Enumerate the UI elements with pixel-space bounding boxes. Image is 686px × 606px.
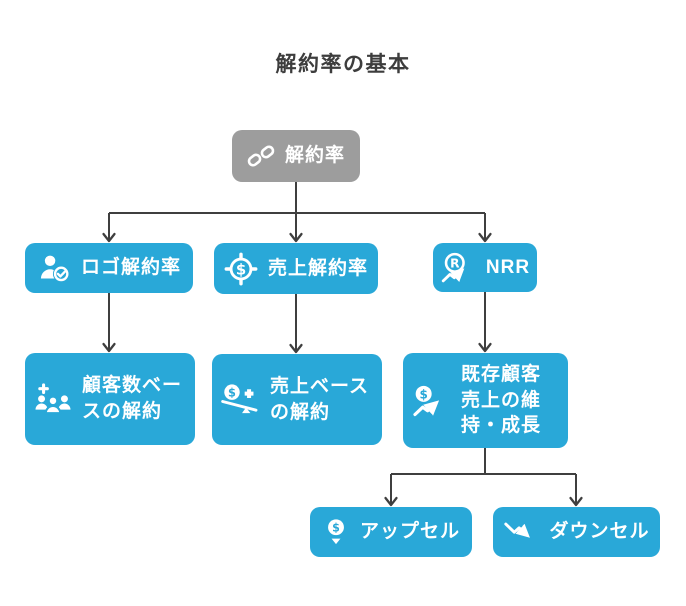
dollar-pin-icon: $ bbox=[322, 516, 350, 549]
arrowhead bbox=[102, 232, 116, 243]
arrowhead bbox=[289, 343, 303, 354]
arrowhead bbox=[384, 496, 398, 507]
arrowhead bbox=[478, 232, 492, 243]
svg-text:$: $ bbox=[332, 521, 340, 534]
node-churn-rate: 解約率 bbox=[232, 130, 360, 182]
svg-text:$: $ bbox=[228, 386, 236, 400]
node-label: 顧客数ベースの解約 bbox=[82, 375, 183, 422]
dollar-trend-up-icon: $ bbox=[411, 383, 451, 418]
node-nrr: R NRR bbox=[433, 243, 537, 292]
node-revenue-based-churn: $ 売上ベースの解約 bbox=[212, 354, 382, 445]
node-label: アップセル bbox=[359, 521, 460, 543]
dollar-target-icon: $ bbox=[224, 252, 258, 286]
page-title: 解約率の基本 bbox=[275, 53, 411, 76]
node-label: ロゴ解約率 bbox=[80, 257, 181, 279]
svg-text:$: $ bbox=[236, 260, 246, 278]
svg-text:$: $ bbox=[419, 387, 427, 401]
dollar-balance-plus-icon: $ bbox=[220, 382, 260, 417]
chain-link-icon bbox=[247, 142, 275, 170]
arrowhead bbox=[289, 232, 303, 243]
trend-down-icon bbox=[503, 519, 539, 546]
registered-trend-up-icon: R bbox=[440, 251, 476, 285]
user-check-icon bbox=[37, 251, 71, 285]
arrowhead bbox=[102, 342, 116, 353]
node-existing-customer-revenue: $ 既存顧客売上の維持・成長 bbox=[403, 353, 568, 448]
arrowhead bbox=[569, 496, 583, 507]
node-label: 既存顧客売上の維持・成長 bbox=[461, 364, 542, 437]
node-revenue-churn-rate: $ 売上解約率 bbox=[214, 243, 378, 294]
svg-text:R: R bbox=[450, 256, 460, 270]
node-customer-count-based-churn: 顧客数ベースの解約 bbox=[25, 353, 195, 445]
people-group-plus-icon bbox=[34, 382, 72, 417]
node-upsell: $ アップセル bbox=[310, 507, 472, 557]
arrowhead bbox=[478, 342, 492, 353]
node-label: 売上ベースの解約 bbox=[270, 375, 370, 423]
node-label: ダウンセル bbox=[549, 521, 650, 543]
node-downsell: ダウンセル bbox=[493, 507, 660, 557]
node-label: 売上解約率 bbox=[267, 257, 368, 279]
node-label: 解約率 bbox=[284, 145, 345, 167]
node-label: NRR bbox=[485, 256, 531, 278]
node-logo-churn-rate: ロゴ解約率 bbox=[25, 243, 193, 293]
